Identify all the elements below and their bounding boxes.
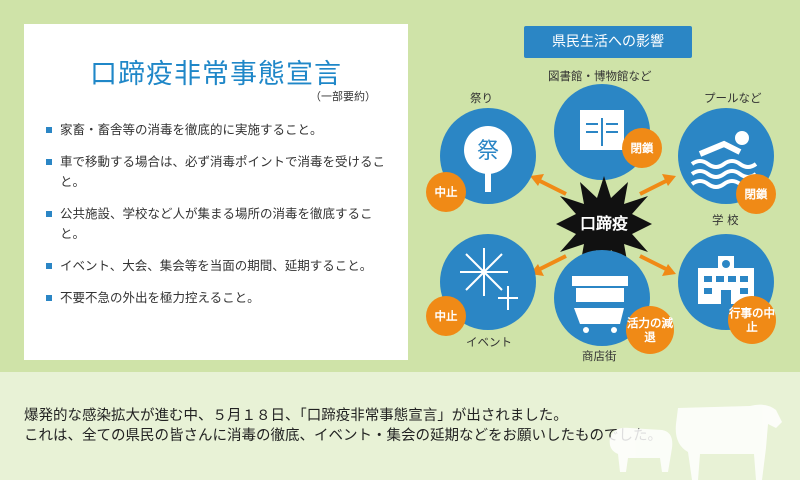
school-label: 学 校 [712,213,739,227]
center-burst: 口蹄疫 [556,176,652,272]
declaration-list: 家畜・畜舎等の消毒を徹底的に実施すること。 車で移動する場合は、必ず消毒ポイント… [46,120,396,320]
shopping-label: 商店街 [582,349,617,363]
event-label: イベント [466,335,512,349]
school-tag: 行事の中止 [728,296,776,344]
list-item: 家畜・畜舎等の消毒を徹底的に実施すること。 [46,120,396,140]
list-item: 車で移動する場合は、必ず消毒ポイントで消毒を受けること。 [46,152,396,192]
center-label: 口蹄疫 [579,214,628,233]
pool-tag: 閉鎖 [736,174,776,214]
shopping-tag: 活力の減退 [626,306,674,354]
fireworks-icon [460,248,518,310]
shopping-circle [554,250,650,346]
declaration-title: 口蹄疫非常事態宣言 [90,59,342,90]
book-icon [580,110,624,150]
list-item: 不要不急の外出を極力控えること。 [46,288,396,308]
cattle-silhouette-icon [609,404,782,480]
list-item: イベント、大会、集会等を当面の期間、延期すること。 [46,256,396,276]
festival-label: 祭り [470,91,493,105]
festival-fan-icon: 祭 [464,126,512,192]
message-line-1: 爆発的な感染拡大が進む中、５月１８日、「口蹄疫非常事態宣言」が出されました。 [24,408,568,424]
message-line-2: これは、全ての県民の皆さんに消毒の徹底、イベント・集会の延期などをお願いしたもの… [24,428,662,444]
bottom-message: 爆発的な感染拡大が進む中、５月１８日、「口蹄疫非常事態宣言」が出されました。 こ… [24,406,662,446]
shopping-cart-icon [572,276,628,333]
declaration-panel: 口蹄疫非常事態宣言 （一部要約） 家畜・畜舎等の消毒を徹底的に実施すること。 車… [24,24,408,360]
event-tag: 中止 [426,296,466,336]
declaration-subtitle: （一部要約） [310,90,376,103]
library-label: 図書館・博物館など [548,69,652,83]
festival-tag: 中止 [426,172,466,212]
svg-text:祭: 祭 [477,139,499,164]
library-tag: 閉鎖 [622,128,662,168]
burst-icon [556,176,652,272]
impact-heading: 県民生活への影響 [524,26,692,58]
list-item: 公共施設、学校など人が集まる場所の消毒を徹底すること。 [46,204,396,244]
pool-label: プールなど [704,91,762,105]
